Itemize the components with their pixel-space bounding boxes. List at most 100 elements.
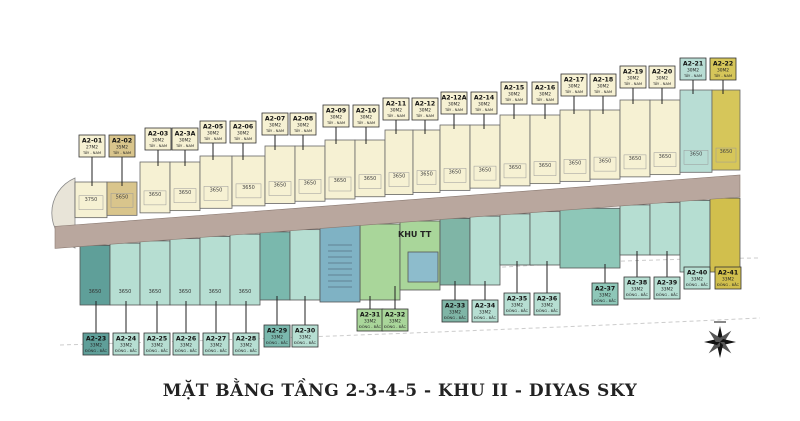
bathroom — [143, 190, 167, 206]
unit-orientation: ĐÔNG - BẮC — [266, 340, 289, 345]
unit-name: A2-19 — [623, 69, 643, 76]
unit-tag-box — [619, 65, 647, 89]
bathroom — [623, 154, 647, 170]
bathroom — [715, 147, 737, 163]
unit-orientation: TÂY - NAM — [233, 136, 252, 141]
unit-name: A2-12 — [415, 101, 435, 108]
unit-name: A2-03 — [148, 131, 168, 138]
unit-a2-09 — [324, 139, 356, 200]
unit-name: A2-32 — [385, 312, 405, 319]
unit-tag-box — [470, 91, 498, 115]
dimension-label: 3650 — [599, 158, 612, 164]
unit-orientation: ĐÔNG - BẮC — [85, 348, 108, 353]
unit-tag-box — [531, 81, 559, 105]
bathroom — [203, 186, 229, 201]
unit-tag-box — [653, 276, 681, 300]
dimension-label: 3650 — [420, 172, 433, 178]
unit-tag-box — [112, 332, 140, 356]
bathroom — [235, 183, 262, 199]
bathroom — [358, 174, 382, 189]
unit-area: 33M2 — [661, 287, 673, 293]
unit-area: 33M2 — [691, 277, 703, 283]
unit-area: 30M2 — [152, 138, 164, 144]
unit-a2-27 — [199, 235, 231, 306]
unit-orientation: TÂY - NAM — [564, 89, 583, 94]
unit-orientation: TÂY - NAM — [82, 150, 101, 155]
unit-area: 27M2 — [86, 145, 98, 151]
unit-a2-06 — [231, 155, 266, 207]
unit-name: A2-17 — [564, 77, 584, 84]
unit-a2-18 — [589, 109, 621, 180]
unit-name: A2-15 — [504, 85, 524, 92]
unit-tag-box — [382, 97, 410, 121]
unit-orientation: TÂY - NAM — [593, 89, 612, 94]
unit-area: 30M2 — [269, 123, 281, 129]
unit-orientation: ĐÔNG - BẮC — [626, 292, 649, 297]
unit-orientation: ĐÔNG - BẮC — [205, 348, 228, 353]
unit-a2-01 — [74, 181, 108, 219]
unit-tag-box — [171, 127, 199, 151]
unit-tag-box — [411, 97, 439, 121]
bathroom — [298, 179, 322, 194]
unit-name: A2-26 — [176, 336, 196, 343]
unit-orientation: ĐÔNG - BẮC — [656, 292, 679, 297]
unit-a2-20 — [649, 99, 681, 176]
unit-name: A2-08 — [293, 116, 313, 123]
unit-orientation: TÂY - NAM — [415, 113, 434, 118]
unit-area: 33M2 — [240, 343, 252, 349]
unit-a2-02 — [106, 181, 138, 216]
unit-area: 33M2 — [511, 303, 523, 309]
unit-a2-35 — [499, 213, 531, 266]
unit-area: 30M2 — [330, 115, 342, 121]
unit-area: 33M2 — [449, 310, 461, 316]
unit-orientation: TÂY - NAM — [386, 113, 405, 118]
unit-a2-26 — [169, 238, 201, 306]
bathroom — [503, 163, 527, 179]
unit-tag-box — [289, 112, 317, 136]
unit-tag-box — [229, 120, 257, 144]
bathroom — [78, 195, 104, 210]
dimension-label: 3650 — [209, 289, 222, 295]
unit-name: A2-09 — [326, 108, 346, 115]
unit-tag-box — [144, 127, 172, 151]
unit-a2-12 — [412, 129, 441, 193]
unit-name: A2-10 — [356, 108, 377, 115]
unit-tag-box — [261, 112, 289, 136]
unit-orientation: TÂY - NAM — [444, 107, 463, 112]
dimension-label: 5650 — [116, 194, 129, 200]
unit-name: A2-06 — [233, 124, 253, 131]
unit-area: 30M2 — [568, 84, 580, 90]
dimension-label: 3650 — [690, 152, 703, 158]
unit-tag-box — [440, 91, 468, 115]
unit-a2-3a — [169, 161, 201, 212]
unit-orientation: ĐÔNG - BẮC — [294, 340, 317, 345]
unit-tag-box — [78, 134, 106, 158]
bathroom — [110, 193, 134, 208]
unit-orientation: TÂY - NAM — [265, 128, 284, 133]
dimension-label: 3650 — [569, 161, 582, 167]
unit-area: 30M2 — [478, 102, 490, 108]
compass-point — [708, 330, 720, 342]
unit-tag-box — [648, 65, 676, 89]
unit-name: A2-16 — [535, 85, 555, 92]
bathroom — [683, 150, 709, 165]
dimension-label: 3650 — [239, 289, 252, 295]
dimension-label: 3650 — [242, 185, 255, 191]
unit-orientation: TÂY - NAM — [326, 120, 345, 125]
unit-area: 33M2 — [299, 335, 311, 341]
unit-name: A2-24 — [116, 336, 137, 343]
unit-area: 33M2 — [271, 335, 283, 341]
unit-a2-36 — [529, 211, 561, 266]
unit-area: 30M2 — [207, 131, 219, 137]
